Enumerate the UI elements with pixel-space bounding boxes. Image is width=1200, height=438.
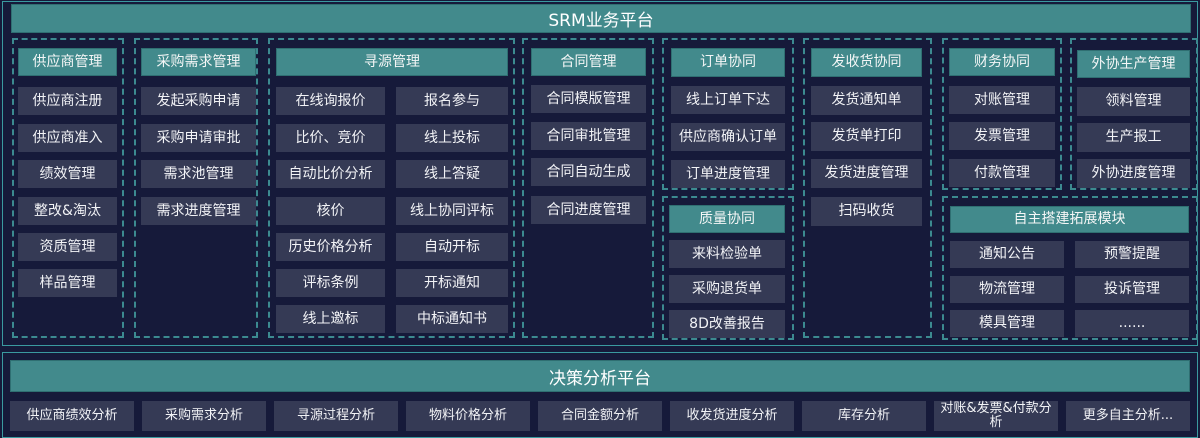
module-extension-item[interactable]: 投诉管理 [1075, 276, 1189, 303]
module-finance-item[interactable]: 付款管理 [949, 159, 1055, 187]
module-order-header[interactable]: 订单协同 [671, 48, 785, 77]
module-contract-group [522, 38, 654, 338]
module-contract-header[interactable]: 合同管理 [531, 48, 646, 76]
module-finance-group [942, 38, 1062, 190]
module-outsourcing-item[interactable]: 生产报工 [1077, 123, 1190, 152]
module-sourcing-item[interactable]: 核价 [276, 197, 385, 225]
decision-analysis-item[interactable]: 采购需求分析 [142, 401, 266, 431]
module-extension-item[interactable]: 物流管理 [950, 276, 1064, 303]
module-supplier-item[interactable]: 绩效管理 [18, 160, 117, 188]
module-sourcing-item[interactable]: 线上答疑 [396, 160, 508, 188]
module-extension-header[interactable]: 自主搭建拓展模块 [950, 206, 1189, 233]
module-quality-item[interactable]: 采购退货单 [669, 275, 785, 303]
module-supplier-item[interactable]: 整改&淘汰 [18, 197, 117, 225]
module-delivery-item[interactable]: 发货单打印 [811, 122, 922, 151]
module-extension-item[interactable]: 模具管理 [950, 310, 1064, 337]
module-order-group [662, 38, 794, 190]
module-contract-item[interactable]: 合同模版管理 [531, 85, 646, 113]
decision-analysis-item[interactable]: 寻源过程分析 [274, 401, 398, 431]
module-supplier-header[interactable]: 供应商管理 [18, 48, 117, 76]
module-delivery-item[interactable]: 发货通知单 [811, 86, 922, 115]
decision-analysis-item[interactable]: 供应商绩效分析 [10, 401, 134, 431]
module-contract-item[interactable]: 合同审批管理 [531, 122, 646, 150]
module-sourcing-group [268, 38, 515, 338]
module-demand-item[interactable]: 发起采购申请 [141, 87, 256, 115]
module-sourcing-item[interactable]: 自动比价分析 [276, 160, 385, 188]
srm-platform-title: SRM业务平台 [11, 4, 1191, 33]
module-order-item[interactable]: 供应商确认订单 [671, 123, 785, 151]
decision-analysis-item[interactable]: 合同金额分析 [538, 401, 662, 431]
module-demand-header[interactable]: 采购需求管理 [141, 48, 256, 76]
module-delivery-item[interactable]: 发货进度管理 [811, 159, 922, 188]
module-delivery-header[interactable]: 发收货协同 [811, 48, 922, 77]
module-demand-item[interactable]: 需求池管理 [141, 160, 256, 188]
module-contract-item[interactable]: 合同进度管理 [531, 196, 646, 224]
module-contract-item[interactable]: 合同自动生成 [531, 158, 646, 186]
module-supplier-item[interactable]: 资质管理 [18, 233, 117, 261]
module-supplier-item[interactable]: 样品管理 [18, 269, 117, 297]
module-demand-group [134, 38, 258, 338]
module-delivery-group [803, 38, 932, 338]
module-quality-item[interactable]: 8D改善报告 [669, 310, 785, 338]
module-extension-item[interactable]: ...... [1075, 310, 1189, 337]
module-finance-header[interactable]: 财务协同 [949, 48, 1055, 76]
decision-analysis-item[interactable]: 收发货进度分析 [670, 401, 794, 431]
module-sourcing-item[interactable]: 自动开标 [396, 233, 508, 261]
module-demand-item[interactable]: 采购申请审批 [141, 124, 256, 152]
decision-analysis-items: 供应商绩效分析采购需求分析寻源过程分析物料价格分析合同金额分析收发货进度分析库存… [10, 401, 1190, 431]
module-outsourcing-item[interactable]: 领料管理 [1077, 87, 1190, 116]
decision-analysis-item[interactable]: 物料价格分析 [406, 401, 530, 431]
module-quality-item[interactable]: 来料检验单 [669, 240, 785, 268]
module-quality-header[interactable]: 质量协同 [669, 205, 785, 233]
module-extension-item[interactable]: 通知公告 [950, 241, 1064, 268]
module-demand-item[interactable]: 需求进度管理 [141, 197, 256, 225]
decision-analysis-item[interactable]: 库存分析 [802, 401, 926, 431]
decision-platform-title: 决策分析平台 [10, 360, 1190, 392]
module-sourcing-item[interactable]: 中标通知书 [396, 305, 508, 333]
module-sourcing-item[interactable]: 评标条例 [276, 269, 385, 297]
module-finance-item[interactable]: 发票管理 [949, 122, 1055, 150]
module-sourcing-item[interactable]: 在线询报价 [276, 87, 385, 115]
module-sourcing-header[interactable]: 寻源管理 [276, 48, 508, 76]
module-order-item[interactable]: 订单进度管理 [671, 160, 785, 188]
module-outsourcing-group [1070, 38, 1198, 190]
module-quality-group [662, 196, 794, 340]
module-supplier-item[interactable]: 供应商准入 [18, 124, 117, 152]
module-extension-item[interactable]: 预警提醒 [1075, 241, 1189, 268]
module-outsourcing-header[interactable]: 外协生产管理 [1077, 50, 1190, 78]
module-sourcing-item[interactable]: 报名参与 [396, 87, 508, 115]
decision-analysis-item[interactable]: 更多自主分析... [1066, 401, 1190, 431]
module-sourcing-item[interactable]: 开标通知 [396, 269, 508, 297]
module-outsourcing-item[interactable]: 外协进度管理 [1077, 159, 1190, 188]
module-sourcing-item[interactable]: 线上邀标 [276, 305, 385, 333]
module-supplier-item[interactable]: 供应商注册 [18, 87, 117, 115]
module-sourcing-item[interactable]: 线上协同评标 [396, 197, 508, 225]
module-supplier-group [12, 38, 124, 338]
module-delivery-item[interactable]: 扫码收货 [811, 197, 922, 226]
decision-analysis-item[interactable]: 对账&发票&付款分析 [934, 401, 1058, 431]
module-sourcing-item[interactable]: 比价、竞价 [276, 124, 385, 152]
module-order-item[interactable]: 线上订单下达 [671, 86, 785, 114]
module-sourcing-item[interactable]: 历史价格分析 [276, 233, 385, 261]
module-extension-group [942, 196, 1198, 340]
module-sourcing-item[interactable]: 线上投标 [396, 124, 508, 152]
module-finance-item[interactable]: 对账管理 [949, 86, 1055, 114]
